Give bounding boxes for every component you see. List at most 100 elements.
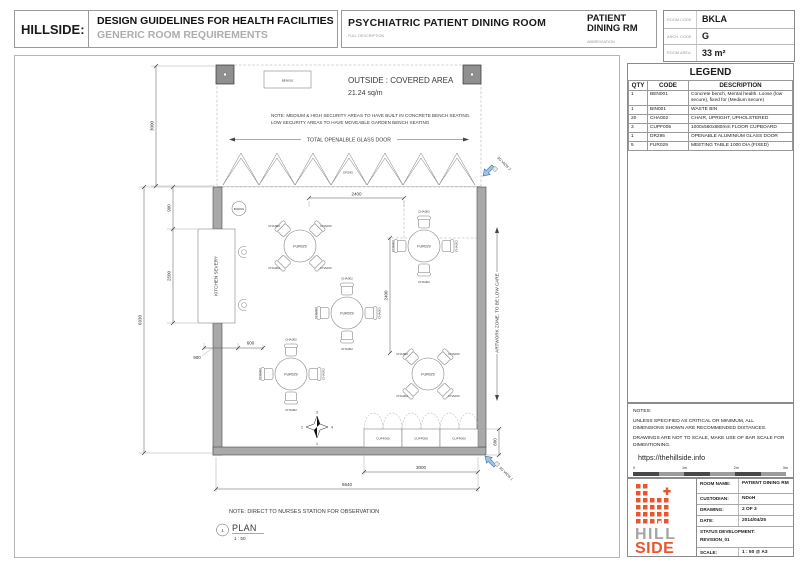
dim-3000-covered: 3000 (150, 120, 155, 131)
chair (260, 367, 274, 381)
chair-code-label: CHA002 (391, 240, 395, 252)
chair (284, 391, 298, 405)
dim-2500-servery: 2500 (167, 270, 172, 281)
chair (316, 306, 330, 320)
chair-code-label: CHA002 (285, 338, 297, 342)
person-icon (241, 302, 247, 308)
chair (274, 255, 291, 272)
bench (263, 70, 312, 89)
chair-code-label: CHA002 (268, 224, 280, 228)
view-marker-2: 3D VIEW 2 (482, 156, 512, 177)
notes-para2: DRAWINGS ARE NOT TO SCALE, MAKE USE OF B… (633, 436, 785, 448)
company-logo: HILL SIDE (628, 479, 697, 557)
chair-code-label: CHA002 (418, 210, 430, 214)
notes-para1: UNLESS SPECIFIED AS CRITICAL OR MINIMUM,… (633, 419, 767, 431)
room-abbreviation: PATIENT DINING RM ABBREVIATION (587, 13, 649, 44)
scale-value: 1 : 50 @ A3 (742, 550, 768, 556)
chair-code-label: CHA002 (314, 307, 318, 319)
plan-scale: 1 : 50 (234, 536, 246, 541)
room-name-value: PATIENT DINING RM (742, 481, 789, 486)
bar-scale: 0 1m 2m 3m (633, 466, 788, 478)
outside-area: 21.24 sq/m (348, 90, 383, 97)
chair (417, 263, 431, 277)
table-code-label: FUR029 (417, 244, 430, 248)
doc-title: DESIGN GUIDELINES FOR HEALTH FACILITIES (97, 15, 334, 27)
view2-label: 3D VIEW 2 (496, 156, 511, 171)
chair-code-label: CHA002 (418, 280, 430, 284)
legend-col-qty: QTY (628, 80, 648, 91)
drawing-row: DRAWING: 2 OF 3 (697, 504, 793, 516)
nurses-note: NOTE: DIRECT TO NURSES STATION FOR OBSER… (229, 509, 379, 515)
table-code-label: FUR029 (421, 372, 434, 376)
folding-glass-door (222, 152, 476, 186)
logo-hill-text: HILL (635, 526, 677, 543)
waste-bin: BIN001 (231, 201, 247, 216)
cupboard-code-label: CUPF005 (452, 437, 466, 441)
room-code-row: ROOM CODE BKLA (664, 11, 794, 28)
bench-code-label: BEN001 (282, 79, 294, 83)
chair-code-label: CHA002 (396, 352, 408, 356)
chair-code-label: CHA002 (341, 347, 353, 351)
dim-900-top: 900 (167, 204, 172, 212)
dim-6930-height: 6930 (138, 314, 143, 325)
title-block: HILL SIDE ROOM NAME: PATIENT DINING RM C… (627, 478, 794, 557)
view-arrow-icon (482, 164, 495, 177)
table-code-label: FUR029 (284, 372, 297, 376)
covered-area: BEN001 OUTSIDE : COVERED AREA 21.24 sq/m… (215, 64, 482, 188)
chair-code-label: CHA002 (396, 394, 408, 398)
chair-code-label: CHA002 (320, 224, 332, 228)
room-name-row: ROOM NAME: PATIENT DINING RM (697, 479, 793, 493)
arch-code-value: G (702, 31, 710, 42)
chair (309, 255, 326, 272)
date-value: 2014/04/25 (742, 518, 767, 524)
plan-number: 1 (221, 528, 224, 533)
view1-label: 3D VIEW 1 (498, 466, 513, 481)
view-marker-1: 3D VIEW 1 (484, 455, 514, 481)
chair (417, 215, 431, 229)
chair (441, 239, 455, 253)
dim-2400-vertical: 2400 (384, 290, 389, 301)
doc-subtitle: GENERIC ROOM REQUIREMENTS (97, 28, 268, 41)
header-left: HILLSIDE: DESIGN GUIDELINES FOR HEALTH F… (14, 10, 338, 48)
room-code-value: BKLA (702, 14, 727, 25)
dim-600-cupboard: 600 (493, 438, 498, 446)
table-code-label: FUR029 (293, 244, 306, 248)
status-value: REVISION_01 (700, 536, 730, 542)
bin-code-label: BIN001 (234, 207, 245, 211)
door-code-label: DR295 (343, 171, 353, 175)
chair (274, 220, 291, 237)
title-block-rows: ROOM NAME: PATIENT DINING RM CUSTODIAN: … (697, 479, 793, 556)
room-code-table: ROOM CODE BKLA ARCH. CODE G ROOM AREA 33… (663, 10, 795, 62)
chair (308, 367, 322, 381)
table-code-label: FUR029 (340, 311, 353, 315)
cupboard (439, 428, 479, 448)
table-icon (407, 229, 441, 263)
chair-code-label: CHA002 (268, 266, 280, 270)
kitchen-label: KITCHEN SEVERY (214, 256, 219, 296)
chair (284, 343, 298, 357)
room-full-description: PSYCHIATRIC PATIENT DINING ROOM FULL DES… (348, 17, 547, 38)
chair-code-label: CHA002 (448, 352, 460, 356)
status-row: STATUS DEVELOPMENT: REVISION_01 (697, 525, 793, 548)
table-icon (330, 296, 364, 330)
legend-title: LEGEND (689, 67, 732, 78)
chair-code-label: CHA002 (341, 277, 353, 281)
chair (309, 220, 326, 237)
date-row: DATE: 2014/04/25 (697, 515, 793, 526)
dim-2400-horizontal: 2400 (351, 192, 362, 197)
chair-code-label: CHA002 (285, 408, 297, 412)
drawing-value: 2 OF 3 (742, 507, 757, 513)
chair (364, 306, 378, 320)
chair-code-label: CHA002 (448, 394, 460, 398)
dim-3000-cupboard-run: 3000 (416, 465, 427, 470)
scale-row: SCALE: 1 : 50 @ A3 (697, 547, 793, 556)
